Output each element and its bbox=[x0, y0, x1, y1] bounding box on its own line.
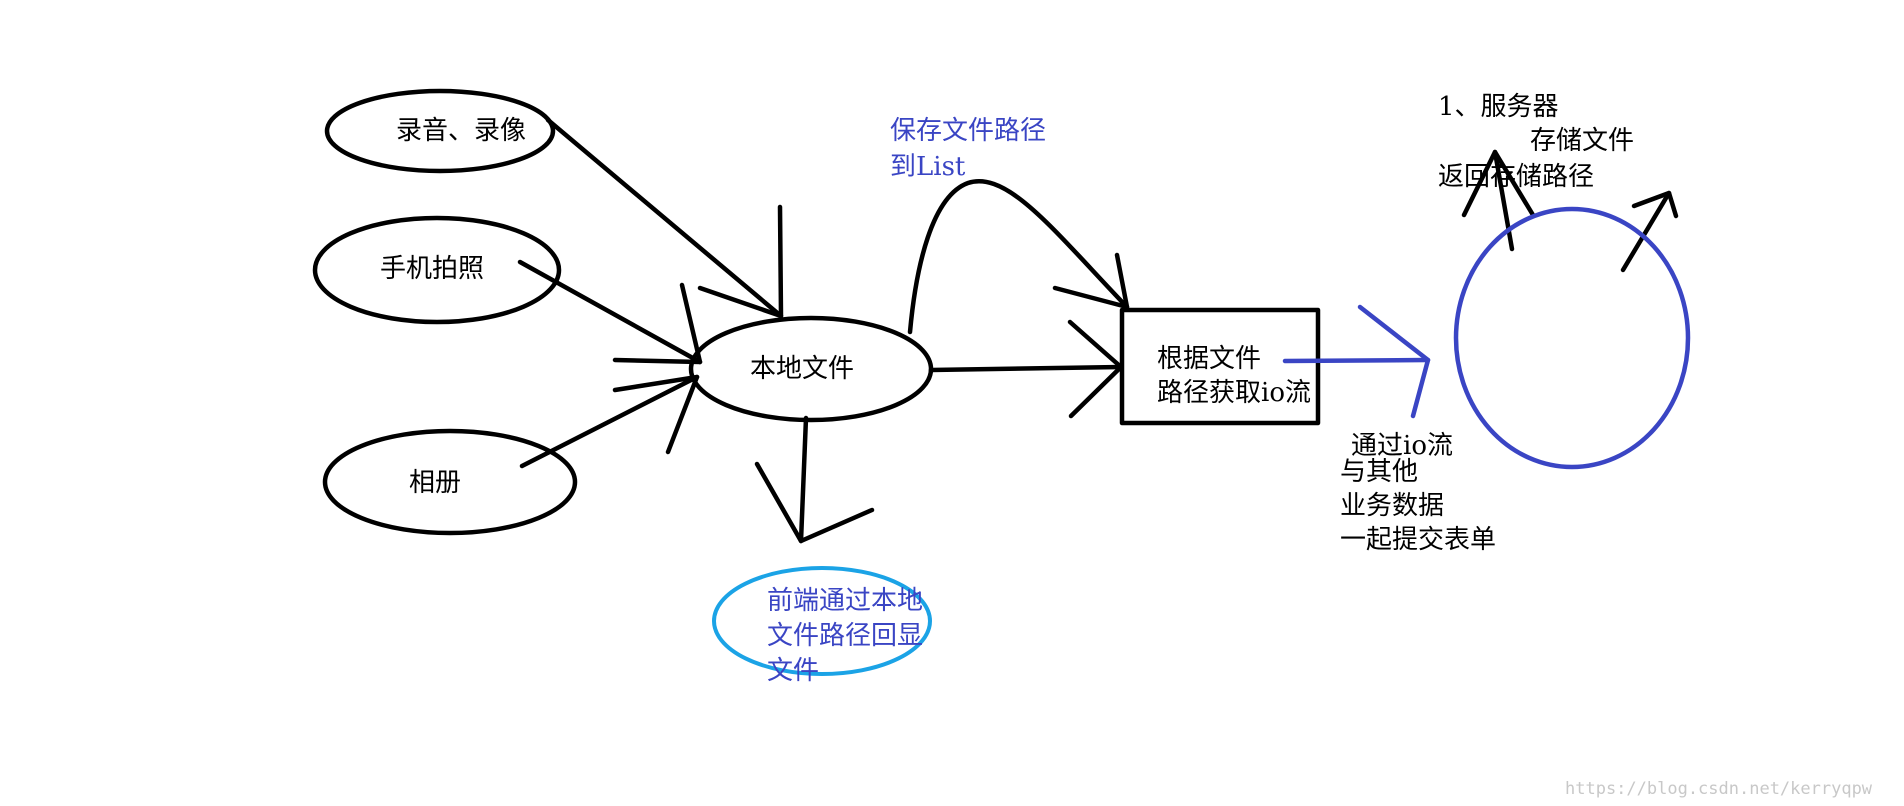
camera-label: 手机拍照 bbox=[380, 254, 485, 284]
frontend-label-line1: 前端通过本地 bbox=[767, 586, 924, 616]
arrow-local-to-frontend bbox=[798, 415, 809, 544]
album-ellipse bbox=[322, 428, 578, 536]
server-circle bbox=[1453, 206, 1691, 470]
io-box-label-line2: 路径获取io流 bbox=[1157, 378, 1311, 408]
arrowhead-server-up-left bbox=[1461, 149, 1536, 218]
submit-label-line4: 一起提交表单 bbox=[1340, 525, 1497, 555]
arrowhead-io-box bbox=[1067, 319, 1124, 419]
arrow-server-up-right bbox=[1620, 190, 1672, 273]
arrow-local-to-io-box bbox=[928, 364, 1124, 373]
arrow-camera-to-local bbox=[517, 259, 703, 365]
watermark: https://blog.csdn.net/kerryqpw bbox=[1565, 779, 1873, 799]
submit-label-line1: 通过io流 bbox=[1351, 431, 1453, 461]
submit-label-line2: 与其他 bbox=[1340, 457, 1419, 487]
arrow-server-up-left bbox=[1492, 149, 1515, 252]
submit-label-line3: 业务数据 bbox=[1340, 491, 1445, 521]
arrowhead-album bbox=[612, 374, 700, 455]
camera-ellipse bbox=[312, 215, 562, 325]
arrowhead-server-up-right bbox=[1631, 190, 1679, 219]
local-file-label: 本地文件 bbox=[750, 354, 855, 384]
recording-label: 录音、录像 bbox=[396, 116, 527, 146]
arrowhead-frontend bbox=[754, 461, 875, 544]
arrow-recording-to-local bbox=[545, 117, 784, 319]
arrow-album-to-local bbox=[519, 374, 700, 469]
album-label: 相册 bbox=[409, 468, 462, 498]
server-label-line1: 1、服务器 bbox=[1438, 92, 1559, 122]
arrow-io-box-to-server bbox=[1282, 357, 1431, 364]
frontend-circle bbox=[712, 566, 932, 676]
frontend-label-line3: 文件 bbox=[767, 656, 820, 686]
save-path-label-line1: 保存文件路径 bbox=[890, 116, 1047, 146]
arrowhead-camera bbox=[612, 282, 703, 365]
arrowhead-save-path bbox=[1052, 252, 1130, 310]
recording-ellipse bbox=[324, 88, 556, 174]
save-path-label-line2: 到List bbox=[890, 152, 966, 182]
arrowhead-recording bbox=[697, 204, 784, 319]
io-box-label-line1: 根据文件 bbox=[1157, 344, 1262, 374]
arrowhead-server bbox=[1357, 304, 1431, 419]
frontend-label-line2: 文件路径回显 bbox=[767, 621, 924, 651]
server-label-line3: 返回存储路径 bbox=[1438, 162, 1595, 192]
server-label-line2: 存储文件 bbox=[1530, 126, 1635, 156]
curve-save-path bbox=[907, 179, 1130, 335]
